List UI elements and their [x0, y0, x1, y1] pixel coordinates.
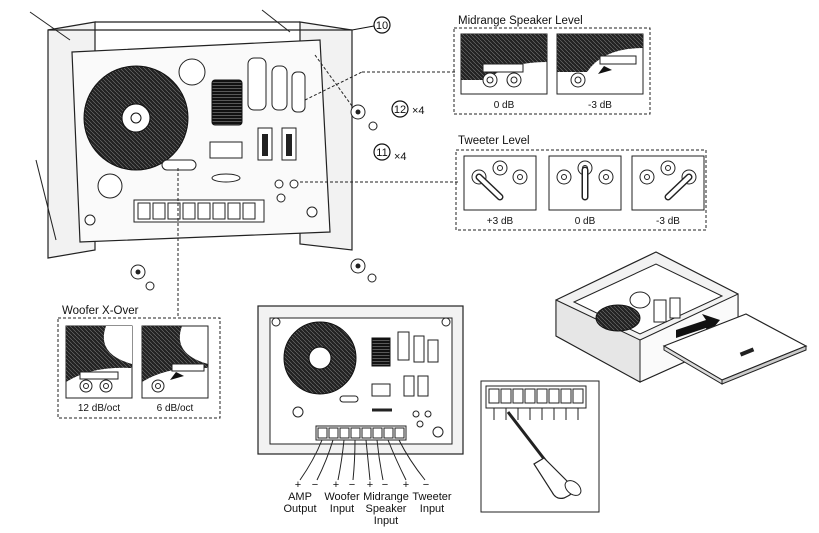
callout-11: 11 ×4 [373, 143, 407, 163]
tweeter-panel: Tweeter Level +3 dB 0 dB -3 [455, 135, 707, 231]
callout-12: 12 ×4 [391, 100, 425, 118]
midrange-input-label: Midrange [363, 491, 409, 503]
board-top-view [257, 305, 464, 481]
polarity-sign: − [423, 479, 429, 491]
callout-10: 10 [351, 16, 391, 34]
midrange-panel: Midrange Speaker Level 0 dB -3 dB [453, 15, 651, 115]
midrange-input-label: Input [374, 515, 398, 527]
callout-11-label: 11 [376, 147, 387, 159]
terminal-labels: AMP Output Woofer Input Midrange Speaker… [283, 491, 451, 527]
woofer-option-label: 6 dB/oct [157, 403, 194, 414]
midrange-title: Midrange Speaker Level [458, 15, 583, 27]
woofer-input-label: Woofer [324, 491, 360, 503]
woofer-option-label: 12 dB/oct [78, 403, 120, 414]
tweeter-input-label: Input [420, 503, 444, 515]
midrange-option-label: 0 dB [494, 100, 515, 111]
woofer-option-6db [141, 325, 209, 399]
woofer-input-label: Input [330, 503, 354, 515]
midrange-input-label: Speaker [366, 503, 407, 515]
midrange-option-minus3db [556, 33, 644, 95]
polarity-sign: + [403, 479, 409, 491]
tweeter-title: Tweeter Level [458, 135, 530, 147]
tweeter-option-label: 0 dB [575, 216, 596, 227]
woofer-xover-panel: Woofer X-Over 12 dB/oct 6 dB/oct [57, 305, 221, 419]
tweeter-option-label: -3 dB [656, 216, 680, 227]
screwdriver-detail [480, 380, 600, 513]
tweeter-option-0db [548, 155, 622, 211]
callout-12-label: 12 [394, 104, 406, 116]
tweeter-option-minus3db [631, 155, 705, 211]
woofer-option-12db [65, 325, 133, 399]
tweeter-option-plus3db [463, 155, 537, 211]
polarity-sign: + [295, 479, 301, 491]
polarity-sign: − [312, 479, 318, 491]
polarity-sign: + [367, 479, 373, 491]
polarity-sign: − [349, 479, 355, 491]
callout-12-quantity: ×4 [412, 105, 425, 117]
tweeter-input-label: Tweeter [412, 491, 451, 503]
midrange-option-label: -3 dB [588, 100, 612, 111]
midrange-option-0db [460, 33, 548, 95]
midrange-inductor [211, 79, 243, 126]
amp-output-label: Output [283, 503, 316, 515]
enclosure-assembly [555, 251, 808, 385]
woofer-xover-title: Woofer X-Over [62, 305, 139, 317]
amp-output-label: AMP [288, 491, 312, 503]
terminal-polarity: + − + − + − + − [295, 479, 429, 491]
callout-11-quantity: ×4 [394, 151, 407, 163]
tweeter-option-label: +3 dB [487, 216, 514, 227]
main-unit [29, 9, 378, 291]
callout-10-label: 10 [376, 20, 388, 32]
polarity-sign: − [382, 479, 388, 491]
polarity-sign: + [333, 479, 339, 491]
